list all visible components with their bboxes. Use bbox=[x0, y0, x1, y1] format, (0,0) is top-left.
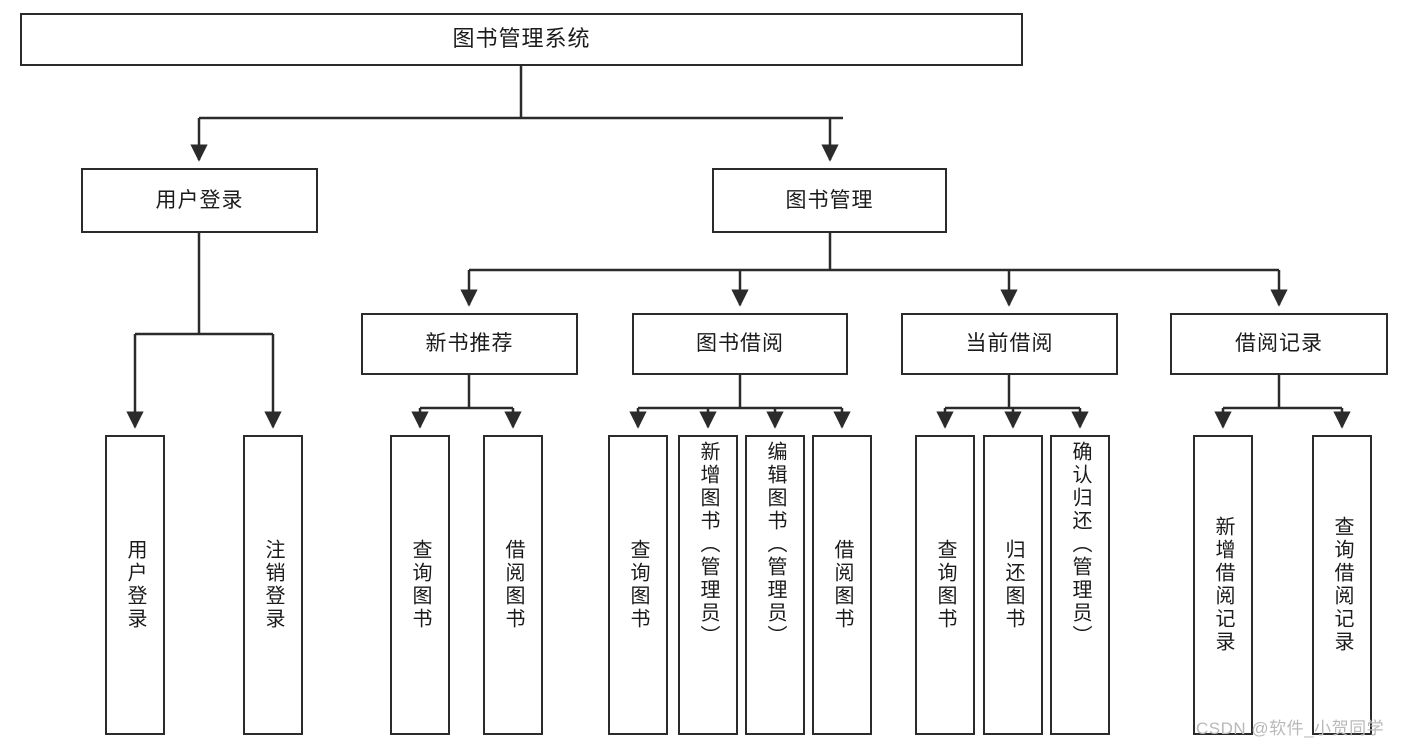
node-book-borrowing[interactable]: 图书借阅 bbox=[632, 313, 848, 375]
node-leaf-query-books-borrow[interactable]: 查询图书 bbox=[608, 435, 668, 735]
node-leaf-add-book-admin[interactable]: 新增图书（管理员） bbox=[678, 435, 738, 735]
node-borrowing-records[interactable]: 借阅记录 bbox=[1170, 313, 1388, 375]
node-current-borrowing[interactable]: 当前借阅 bbox=[901, 313, 1118, 375]
node-leaf-query-books-newbook[interactable]: 查询图书 bbox=[390, 435, 450, 735]
node-leaf-edit-book-admin[interactable]: 编辑图书（管理员） bbox=[745, 435, 805, 735]
node-label: 编辑图书（管理员） bbox=[764, 441, 786, 648]
node-label: 借阅图书 bbox=[831, 539, 853, 631]
node-label: 新增借阅记录 bbox=[1212, 516, 1234, 654]
node-label: 查询图书 bbox=[934, 539, 956, 631]
node-label: 图书管理 bbox=[785, 188, 874, 212]
node-label: 用户登录 bbox=[124, 539, 146, 631]
node-root-book-management-system[interactable]: 图书管理系统 bbox=[20, 13, 1023, 66]
node-label: 借阅记录 bbox=[1235, 332, 1323, 356]
node-label: 当前借阅 bbox=[965, 332, 1054, 356]
node-label: 借阅图书 bbox=[502, 539, 524, 631]
node-leaf-logout[interactable]: 注销登录 bbox=[243, 435, 303, 735]
node-leaf-query-borrow-record[interactable]: 查询借阅记录 bbox=[1312, 435, 1372, 735]
csdn-watermark: CSDN @软件_小贺同学 bbox=[1196, 719, 1385, 738]
node-label: 图书管理系统 bbox=[452, 26, 591, 52]
node-book-management[interactable]: 图书管理 bbox=[712, 168, 947, 233]
node-label: 归还图书 bbox=[1002, 539, 1024, 631]
node-label: 注销登录 bbox=[262, 539, 284, 631]
node-leaf-query-books-current[interactable]: 查询图书 bbox=[915, 435, 975, 735]
node-leaf-add-borrow-record[interactable]: 新增借阅记录 bbox=[1193, 435, 1253, 735]
node-new-book-recommendation[interactable]: 新书推荐 bbox=[361, 313, 578, 375]
node-leaf-borrow-books-borrow[interactable]: 借阅图书 bbox=[812, 435, 872, 735]
node-label: 确认归还（管理员） bbox=[1069, 441, 1091, 648]
node-label: 图书借阅 bbox=[696, 332, 784, 356]
node-label: 查询图书 bbox=[627, 539, 649, 631]
node-label: 用户登录 bbox=[155, 188, 244, 212]
node-label: 查询借阅记录 bbox=[1331, 516, 1353, 654]
node-label: 新增图书（管理员） bbox=[697, 441, 719, 648]
node-leaf-return-books[interactable]: 归还图书 bbox=[983, 435, 1043, 735]
node-label: 查询图书 bbox=[409, 539, 431, 631]
node-leaf-user-login[interactable]: 用户登录 bbox=[105, 435, 165, 735]
node-user-login[interactable]: 用户登录 bbox=[81, 168, 318, 233]
node-leaf-borrow-books-newbook[interactable]: 借阅图书 bbox=[483, 435, 543, 735]
node-label: 新书推荐 bbox=[425, 332, 514, 356]
node-leaf-confirm-return-admin[interactable]: 确认归还（管理员） bbox=[1050, 435, 1110, 735]
